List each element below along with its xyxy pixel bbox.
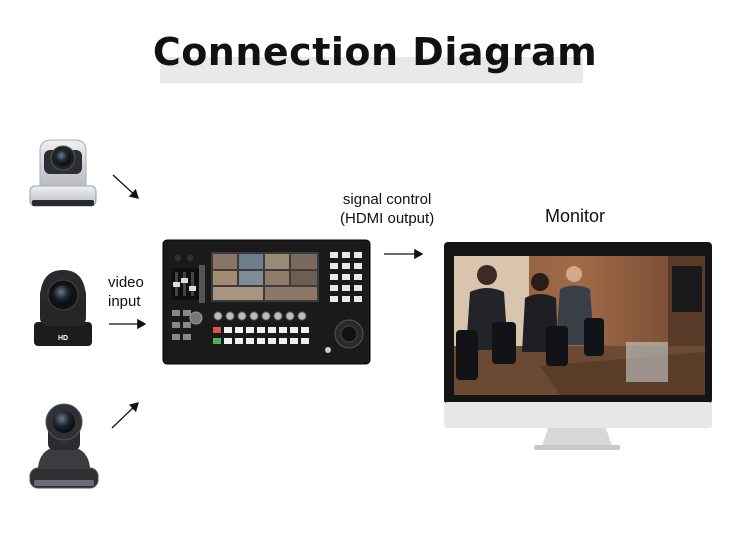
- video-input-label: video input: [108, 273, 144, 311]
- signal-control-label-line2: (HDMI output): [340, 210, 435, 227]
- signal-control-label: signal control (HDMI output): [340, 190, 434, 228]
- signal-control-label-line1: signal control: [342, 191, 432, 208]
- page-title: Connection Diagram: [152, 30, 598, 74]
- title-highlight: [160, 57, 583, 83]
- arrow-camera3-to-switcher: [111, 402, 139, 429]
- video-switcher-controller: [162, 239, 371, 365]
- ptz-camera-dark: [29, 403, 99, 489]
- hd-badge-mark: HD: [58, 335, 68, 342]
- video-input-label-line1: video: [108, 274, 144, 291]
- monitor-display: [444, 242, 712, 450]
- ptz-camera-black-hd: [34, 270, 92, 346]
- arrow-camera1-to-switcher: [112, 174, 139, 199]
- video-input-label-line2: input: [108, 293, 141, 310]
- ptz-camera-silver: [29, 139, 97, 207]
- monitor-label: Monitor: [545, 206, 606, 226]
